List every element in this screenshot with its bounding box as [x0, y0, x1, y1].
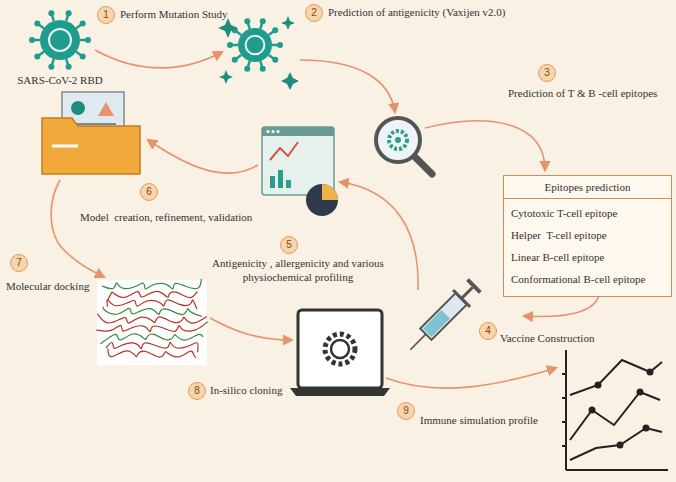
- virus-spike-tip: [227, 42, 233, 48]
- callout-number: 1: [97, 6, 115, 24]
- step-label: In-silico cloning: [210, 383, 295, 397]
- virus-spike-tip: [277, 42, 283, 48]
- virus-spike-tip: [66, 64, 72, 70]
- flow-arrow: [386, 368, 556, 388]
- virus-spike-tip: [260, 18, 266, 24]
- box-item: Helper T-cell epitope: [504, 224, 671, 246]
- protein-strand: [96, 322, 207, 332]
- mutation-stars: [218, 16, 299, 90]
- step-label: Perform Mutation Study: [120, 7, 330, 21]
- virus-spike-tip: [232, 57, 238, 63]
- virus-spike-tip: [260, 66, 266, 72]
- virus-spike-tip: [244, 66, 250, 72]
- virus-spike-tip: [80, 53, 86, 59]
- virus-caption-node: SARS-CoV-2 RBD: [8, 73, 112, 87]
- axis-tick: [562, 397, 566, 399]
- axis-tick: [562, 445, 566, 447]
- protein-strand: [103, 307, 202, 317]
- axis-tick: [562, 373, 566, 375]
- protein-strand: [102, 279, 201, 289]
- laptop-icon: [290, 310, 390, 396]
- protein-strand: [107, 300, 197, 309]
- virus-core: [246, 36, 265, 55]
- callout-number: 9: [397, 402, 415, 420]
- syringe-icon: [402, 276, 484, 358]
- step-label: Antigenicity , allergenicity and various…: [196, 256, 400, 284]
- step-label: Vaccine Construction: [500, 331, 670, 345]
- virus-spike-tip: [80, 21, 86, 27]
- box-item: Linear B-cell epitope: [504, 246, 671, 268]
- box-item: Cytotoxic T-cell epitope: [504, 202, 671, 224]
- box-heading: Epitopes prediction: [504, 176, 671, 199]
- callout-number: 8: [188, 382, 206, 400]
- virus-body: [40, 20, 80, 60]
- docking-strands: [96, 279, 207, 358]
- virus-spike-tip: [29, 37, 35, 43]
- protein-strand: [108, 348, 196, 357]
- magnifier-icon: [376, 118, 432, 174]
- callout-number: 5: [280, 236, 298, 254]
- virus-spike-tip: [272, 57, 278, 63]
- virus-body: [238, 28, 272, 62]
- virus-spike-tip: [34, 53, 40, 59]
- folder-icon: [42, 92, 140, 174]
- virus-spike-tip: [48, 10, 54, 16]
- flow-arrow: [210, 318, 292, 340]
- docking-image: [97, 280, 207, 365]
- step-label: Molecular docking: [6, 279, 106, 293]
- step-label: Model creation, refinement, validation: [80, 210, 295, 224]
- virus-spike-tip: [272, 27, 278, 33]
- step-label: Immune simulation profile: [420, 413, 560, 427]
- callout-number: 6: [140, 183, 158, 201]
- virus-spike-tip: [85, 37, 91, 43]
- virus-spike-tip: [66, 10, 72, 16]
- callout-number: 2: [305, 4, 323, 22]
- step-label: Prediction of antigenicity (Vaxijen v2.0…: [328, 5, 578, 19]
- callout-number: 7: [10, 254, 28, 272]
- epitope-box: Epitopes predictionCytotoxic T-cell epit…: [503, 175, 672, 297]
- flow-arrow: [148, 140, 258, 173]
- virus-spike-tip: [244, 18, 250, 24]
- callout-number: 3: [538, 64, 556, 82]
- step-label: Prediction of T & B -cell epitopes: [508, 86, 674, 100]
- icon-caption: SARS-CoV-2 RBD: [8, 73, 112, 87]
- virus-spike-tip: [48, 64, 54, 70]
- dashboard-icon: [262, 127, 338, 216]
- protein-strand: [97, 314, 206, 323]
- virus-core: [49, 29, 71, 51]
- protein-strand: [100, 334, 203, 344]
- protein-strand: [106, 342, 198, 352]
- callout-number: 4: [479, 322, 497, 340]
- flow-arrow: [51, 180, 104, 277]
- flow-arrow: [425, 121, 545, 170]
- axis-tick: [562, 421, 566, 423]
- chart-icon: [562, 350, 668, 470]
- flow-arrow: [95, 50, 222, 68]
- flow-arrow: [300, 60, 395, 112]
- box-item: Conformational B-cell epitope: [504, 268, 671, 290]
- virus-spike-tip: [34, 21, 40, 27]
